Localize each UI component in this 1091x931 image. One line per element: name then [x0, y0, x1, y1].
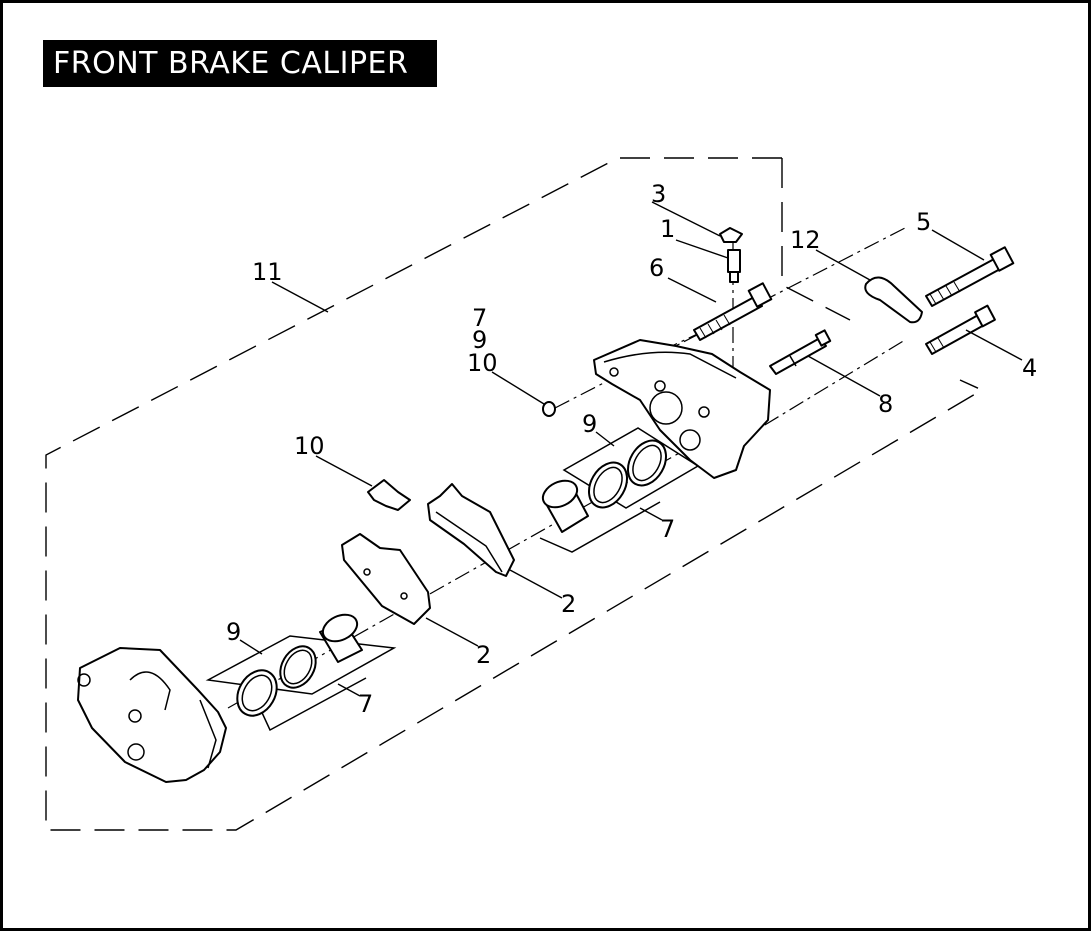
callout-10-upper: 10 [467, 349, 498, 377]
callout-8: 8 [878, 390, 893, 418]
lower-seal-group [205, 635, 397, 732]
callout-9-upper: 9 [472, 326, 487, 354]
callout-11: 11 [252, 258, 283, 286]
callout-3: 3 [651, 180, 666, 208]
upper-seal-group [539, 427, 700, 553]
bleeder-cap [719, 227, 743, 243]
lubricant-packet [864, 276, 923, 324]
bolt-4 [925, 304, 996, 355]
callout-5: 5 [916, 208, 931, 236]
bolt-6 [693, 282, 773, 341]
callout-2-left: 2 [476, 641, 491, 669]
kit-boundary-outline [45, 157, 984, 831]
bleeder-valve [727, 249, 741, 283]
upper-piston [541, 479, 589, 533]
inboard-caliper-housing [593, 339, 771, 479]
washer-plug [542, 401, 556, 417]
bolt-5 [925, 246, 1015, 307]
callout-12: 12 [790, 226, 821, 254]
guide-pin-8 [769, 329, 832, 375]
callout-9-middle: 9 [582, 410, 597, 438]
callout-7-lower: 7 [358, 690, 373, 718]
callout-4: 4 [1022, 354, 1037, 382]
outboard-caliper-housing [77, 647, 227, 783]
leader-lines [239, 201, 1023, 697]
brake-pad-outer [341, 533, 431, 625]
callout-6: 6 [649, 254, 664, 282]
diagram-title: FRONT BRAKE CALIPER [43, 40, 437, 87]
pad-spring-clip [367, 479, 411, 511]
callout-7-middle: 7 [660, 515, 675, 543]
lower-piston [319, 613, 363, 663]
callout-9-lower: 9 [226, 618, 241, 646]
callout-10-lower: 10 [294, 432, 325, 460]
brake-pad-inner [427, 483, 515, 577]
callout-1: 1 [660, 215, 675, 243]
callout-7-upper: 7 [472, 304, 487, 332]
callout-2-right: 2 [561, 590, 576, 618]
